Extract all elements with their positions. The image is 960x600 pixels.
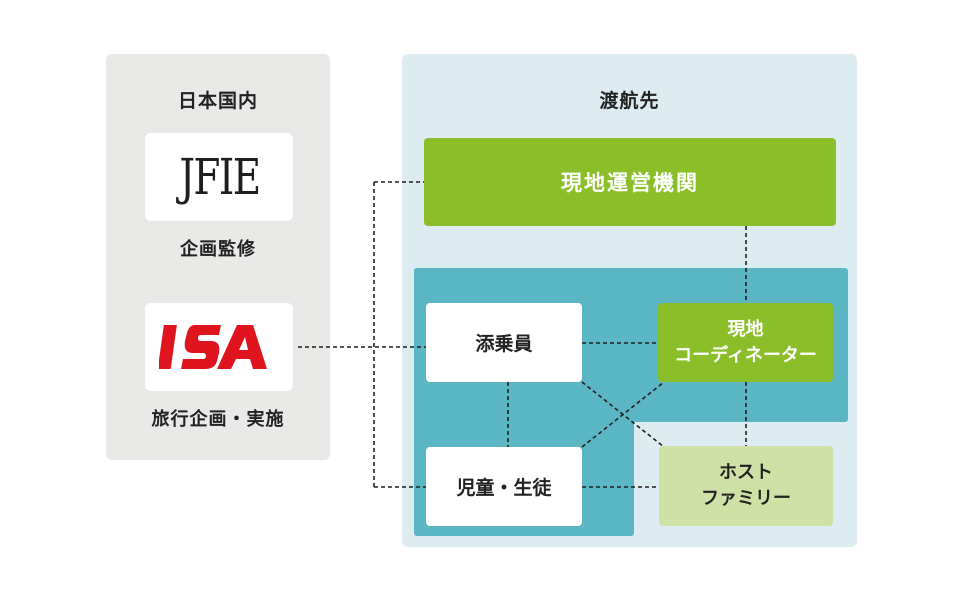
jfie-logo-text: JFIE xyxy=(178,148,261,206)
isa-logo: ISA xyxy=(145,303,293,391)
host-family-box: ホスト ファミリー xyxy=(659,446,833,526)
domestic-title: 日本国内 xyxy=(177,90,258,112)
jfie-caption: 企画監修 xyxy=(180,239,256,260)
coordinator-label-line2: コーディネーター xyxy=(674,344,817,366)
abroad-title: 渡航先 xyxy=(599,90,660,112)
students-box: 児童・生徒 xyxy=(426,447,582,526)
coordinator-box: 現地 コーディネーター xyxy=(658,303,833,382)
local-org-box: 現地運営機関 xyxy=(424,138,836,226)
domestic-panel xyxy=(106,54,330,460)
isa-logo-mark xyxy=(159,325,267,369)
local-org-label: 現地運営機関 xyxy=(561,171,699,195)
escort-label: 添乗員 xyxy=(475,333,533,355)
host-family-label-line1: ホスト xyxy=(719,462,773,483)
escort-box: 添乗員 xyxy=(426,303,582,382)
link-students-coordinator xyxy=(581,381,665,448)
isa-caption: 旅行企画・実施 xyxy=(151,409,285,430)
students-label: 児童・生徒 xyxy=(456,477,552,499)
host-family-label-line2: ファミリー xyxy=(701,488,791,509)
coordinator-label-line1: 現地 xyxy=(727,318,764,340)
jfie-logo: JFIE xyxy=(145,133,293,221)
